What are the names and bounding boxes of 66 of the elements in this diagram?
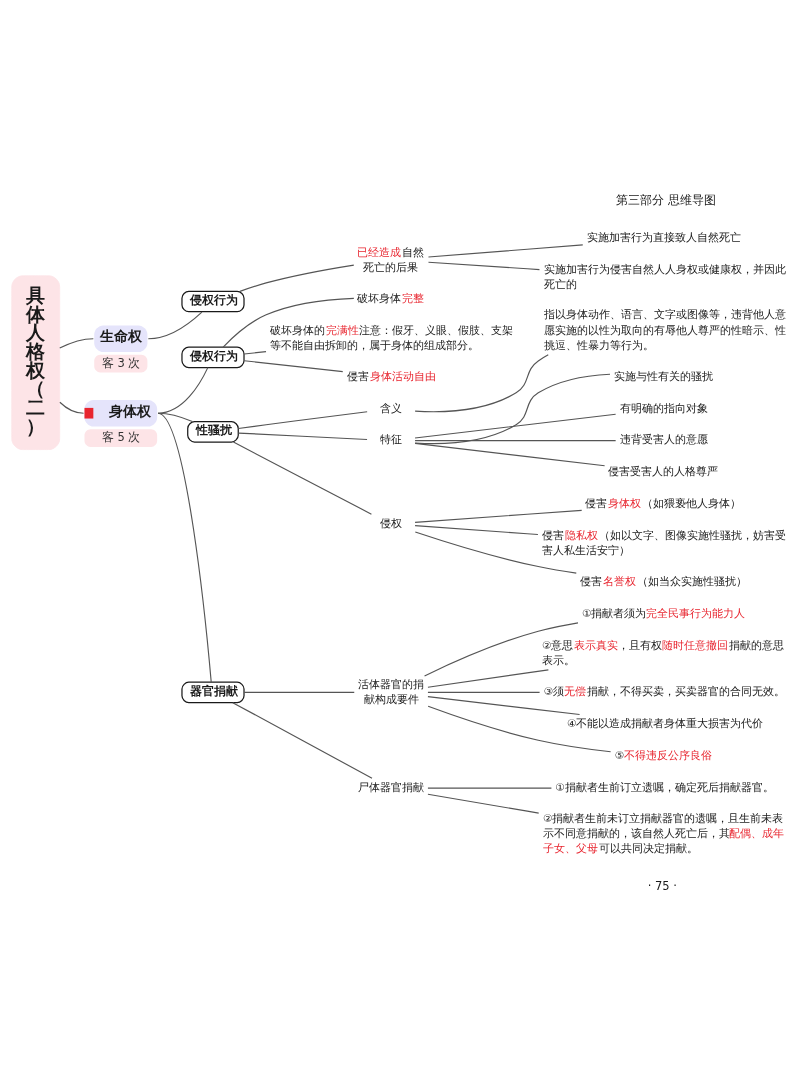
connector bbox=[237, 410, 368, 429]
node-text: 尸体器官捐献 bbox=[358, 780, 425, 794]
connector bbox=[239, 264, 355, 292]
node-text: ⑤不得违反公序良俗 bbox=[614, 748, 713, 762]
node-text: ①捐献者生前订立遗嘱，确定死后捐献器官。 bbox=[555, 780, 774, 794]
connector bbox=[243, 691, 355, 693]
connector bbox=[243, 350, 267, 355]
node-text: 侵害身体活动自由 bbox=[346, 369, 436, 383]
connector bbox=[427, 261, 541, 270]
connector bbox=[59, 401, 85, 414]
node-box: 器官捐献 bbox=[181, 681, 245, 703]
node-text: 实施与性有关的骚扰 bbox=[613, 369, 713, 383]
connector bbox=[414, 439, 617, 441]
node-text: 侵权 bbox=[379, 516, 402, 530]
node-box: 侵权行为 bbox=[181, 290, 245, 312]
connector bbox=[427, 691, 541, 693]
connector bbox=[147, 311, 203, 339]
node-text: 侵害身体权（如猥亵他人身体） bbox=[585, 496, 741, 510]
node-label: 客 3 次 bbox=[101, 355, 141, 370]
node-box: 性骚扰 bbox=[187, 420, 239, 443]
connector bbox=[222, 297, 355, 348]
node-text: 指以身体动作、语言、文字或图像等，违背他人意愿实施的以性为取向的有辱他人尊严的性暗示、性挑逗、性暴力等行为。 bbox=[543, 307, 786, 352]
connector bbox=[232, 701, 373, 779]
node-text: 破坏身体的完满性注意：假牙、义眼、假肢、支架等不能自由拆卸的，属于身体的组成部分。 bbox=[269, 323, 514, 352]
connector bbox=[243, 359, 344, 372]
connector bbox=[414, 530, 577, 574]
node-text: ③须无偿捐献，不得买卖，买卖器官的合同无效。 bbox=[543, 684, 786, 698]
connector bbox=[232, 440, 372, 515]
label: 第三部分 思维导图 bbox=[616, 192, 716, 207]
node-text: 违背受害人的意愿 bbox=[619, 432, 708, 446]
node-text: 侵害隐私权（如以文字、图像实施性骚扰，妨害受害人私生活安宁） bbox=[541, 528, 786, 557]
connector bbox=[414, 524, 539, 535]
connector bbox=[59, 337, 94, 349]
node-text: 侵害受害人的人格尊严 bbox=[608, 464, 719, 478]
connector bbox=[423, 621, 579, 676]
connector bbox=[414, 413, 617, 439]
node-text: 侵害名誉权（如当众实施性骚扰） bbox=[579, 574, 747, 588]
label: · 75 · bbox=[647, 878, 678, 893]
connector bbox=[157, 366, 209, 414]
node-text: 已经造成自然死亡的后果 bbox=[357, 245, 424, 274]
connector bbox=[414, 373, 611, 444]
connector bbox=[427, 705, 612, 752]
connector bbox=[427, 787, 552, 789]
connector bbox=[427, 243, 584, 258]
connector bbox=[157, 412, 212, 683]
node-text: ①捐献者须为完全民事行为能力人 bbox=[581, 606, 745, 620]
node-box: 侵权行为 bbox=[181, 346, 245, 368]
node-text: 活体器官的捐献构成要件 bbox=[358, 677, 425, 706]
node-text: 特征 bbox=[379, 432, 402, 446]
connector bbox=[414, 442, 606, 466]
node-text: 破坏身体完整 bbox=[357, 291, 424, 305]
node-text: 实施加害行为直接致人自然死亡 bbox=[587, 230, 742, 244]
connector bbox=[414, 353, 549, 412]
connector bbox=[427, 668, 549, 688]
connector bbox=[414, 509, 583, 523]
node-text: 有明确的指向对象 bbox=[619, 401, 708, 415]
connector bbox=[237, 432, 368, 440]
node-text: 含义 bbox=[379, 401, 402, 415]
node-box: 具体人格权（二） bbox=[11, 274, 61, 450]
node-text: ②捐献者生前未订立捐献器官的遗嘱，且生前未表示不同意捐献的，该自然人死亡后，其配偶、成年子女、父母可以共同决定捐献。 bbox=[542, 811, 784, 855]
node-text: ④不能以造成捐献者身体重大损害为代价 bbox=[566, 716, 764, 730]
node-text: ②意思表示真实，且有权随时任意撤回捐献的意思表示。 bbox=[541, 638, 784, 667]
connector bbox=[427, 695, 581, 715]
connector bbox=[427, 793, 540, 814]
node-text: 实施加害行为侵害自然人人身权或健康权，并因此死亡的 bbox=[543, 262, 786, 291]
node-label: 客 5 次 bbox=[101, 429, 141, 444]
